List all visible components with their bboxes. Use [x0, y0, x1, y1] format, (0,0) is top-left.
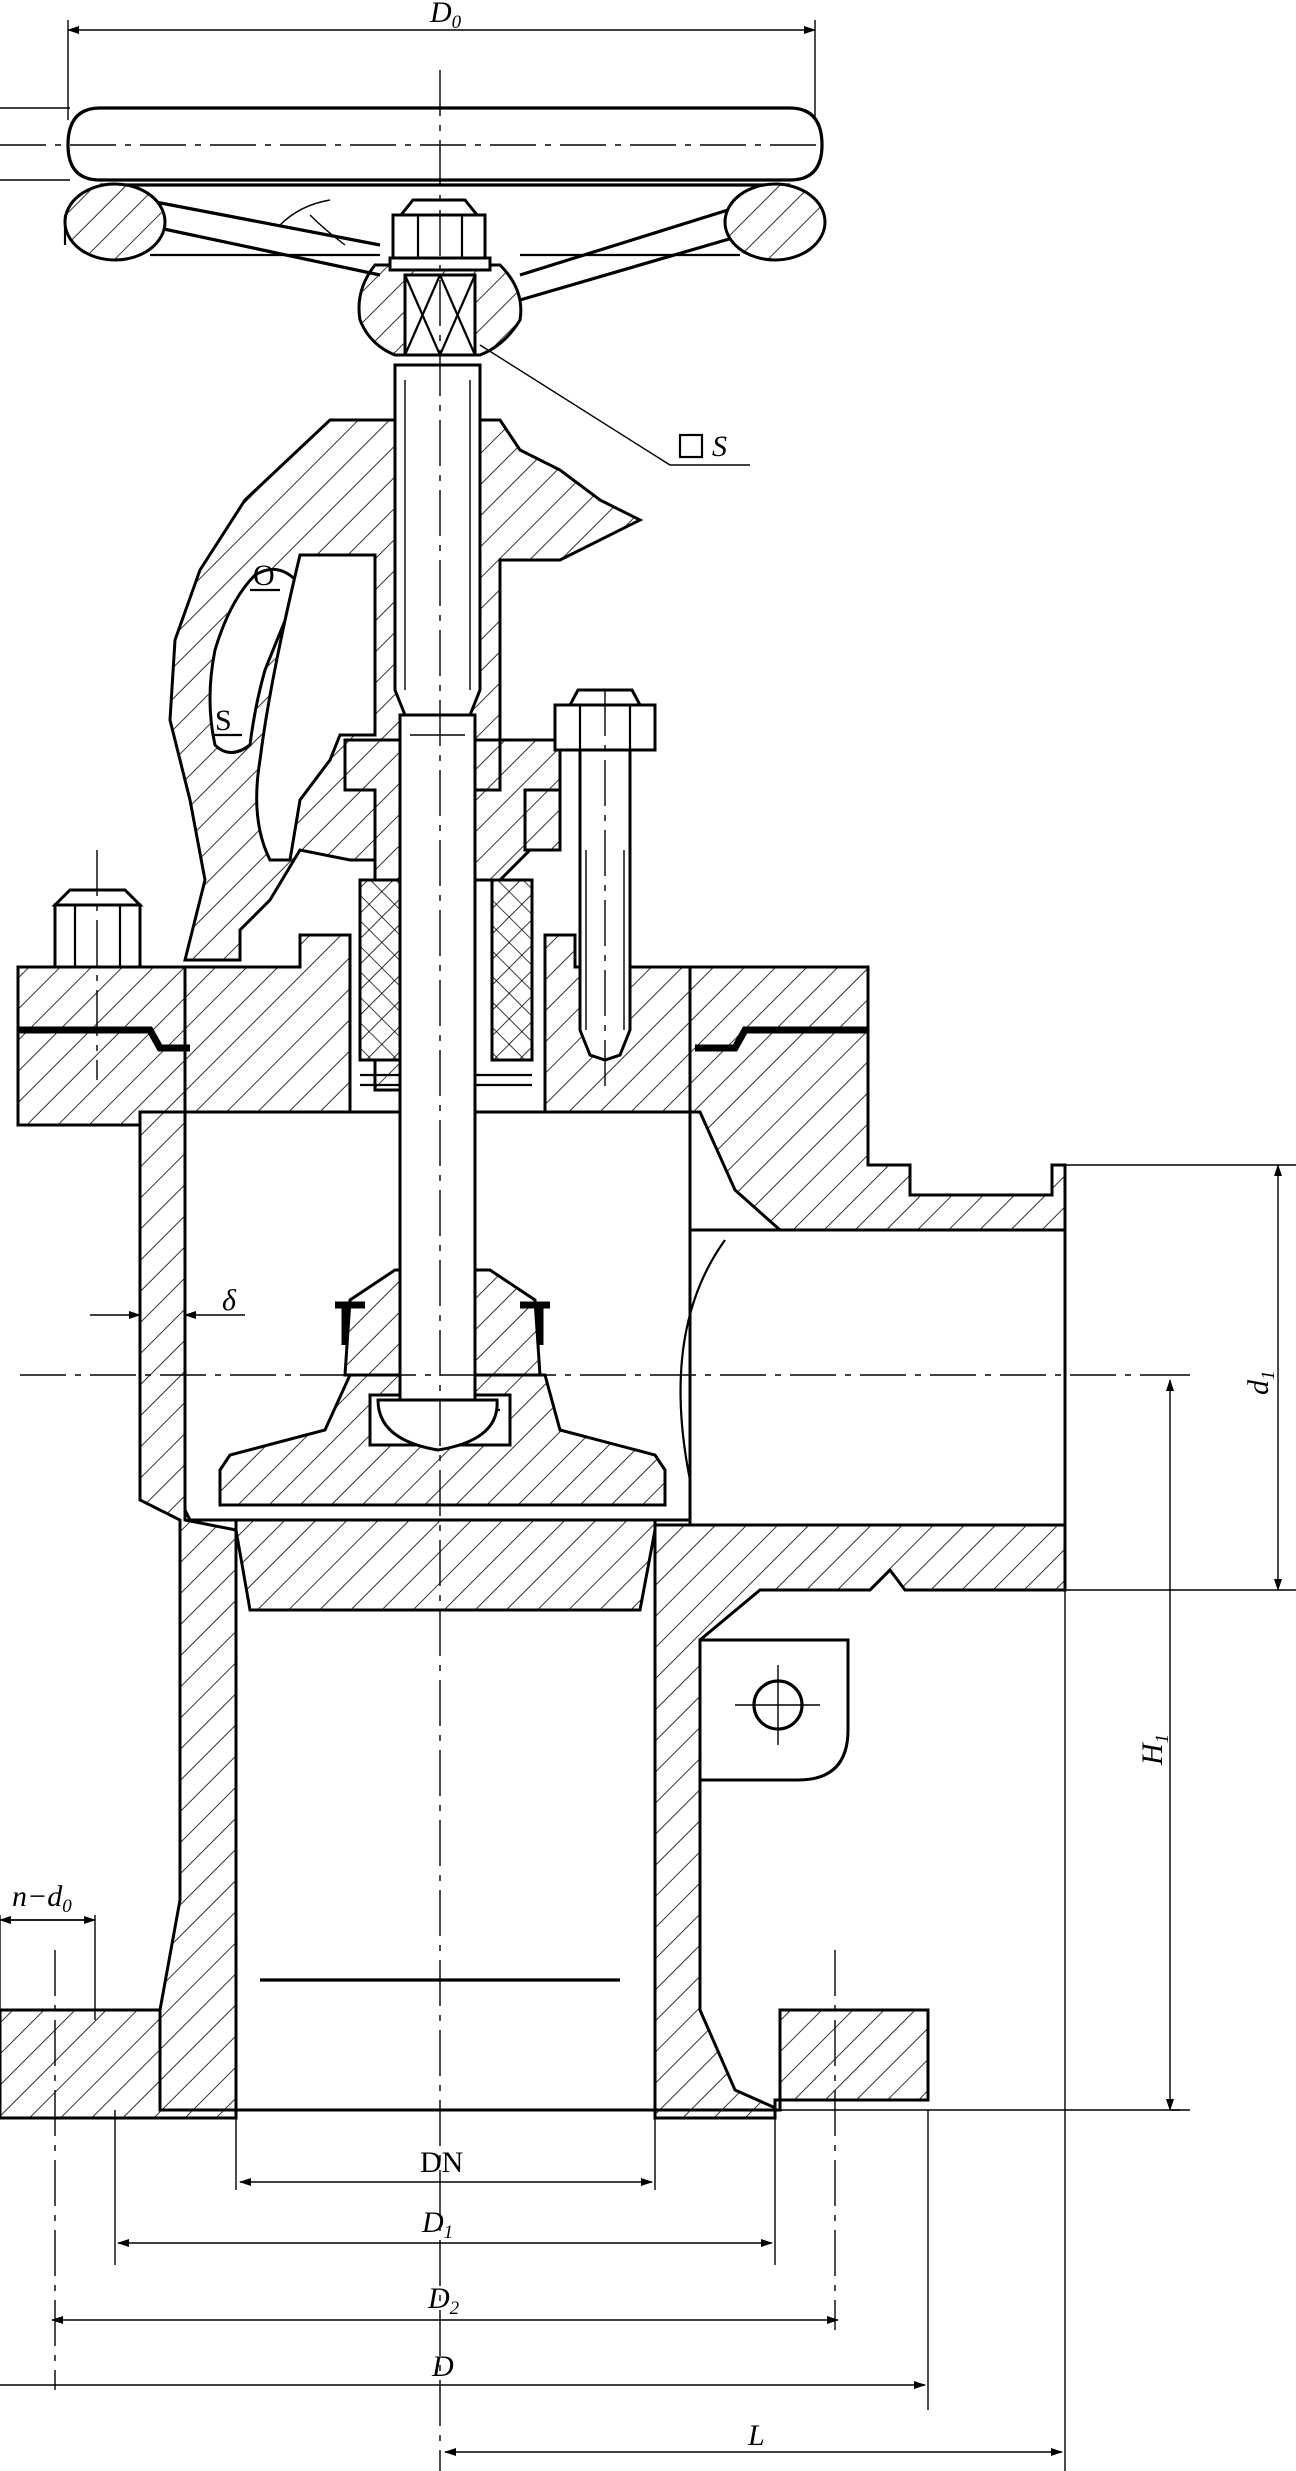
label-open: O: [253, 559, 275, 592]
label-n-d0: n−d: [12, 1880, 63, 1913]
label-stem-square: S: [712, 430, 727, 463]
valve-body: [0, 965, 1067, 2120]
stem-lower: [398, 713, 477, 1422]
packing-left: [358, 878, 402, 1062]
svg-text:D0: D0: [429, 0, 462, 33]
handwheel-spoke-left: [144, 198, 381, 277]
gland-flange: [523, 788, 562, 852]
label-d0: D: [429, 0, 452, 29]
bonnet-flange: [183, 933, 352, 1114]
labels: D0 S O S δ d1 H1 n−d0 DN D1 D2 D L: [12, 0, 1279, 2452]
label-h1: H: [1136, 1741, 1169, 1766]
label-d1-flange: D: [421, 2206, 444, 2239]
lifting-lug: [698, 1638, 850, 1782]
top-nut: [391, 213, 487, 262]
flange-bolt-left: [51, 850, 144, 1080]
handwheel-top-rim: [66, 106, 824, 182]
label-l: L: [747, 2419, 765, 2452]
packing-right: [490, 878, 534, 1062]
outlet-bore: [688, 1228, 1067, 1527]
handwheel-spoke-right: [519, 198, 761, 302]
outlet-nozzle-end: [1052, 1163, 1067, 1592]
stem-head: [376, 1398, 499, 1452]
handwheel: [63, 106, 827, 302]
stem-upper: [393, 363, 482, 717]
svg-text:D2: D2: [427, 2282, 460, 2319]
label-dn: DN: [420, 2146, 463, 2179]
label-delta: δ: [222, 1284, 237, 1317]
svg-text:n−d0: n−d0: [12, 1880, 72, 1917]
label-shut: S: [215, 704, 232, 737]
handwheel-rim-section-left: [63, 182, 167, 262]
handwheel-rim-section-right: [723, 182, 827, 262]
gasket-right: [695, 1026, 868, 1052]
body-right-flange: [688, 965, 1067, 1232]
label-d2-flange: D: [427, 2282, 450, 2315]
stem: [376, 363, 499, 1452]
svg-text:D1: D1: [421, 2206, 453, 2243]
yoke-inner: [255, 553, 377, 862]
stem-square-leader: [479, 344, 750, 466]
stem-square-symbol: [678, 433, 704, 459]
svg-text:H1: H1: [1136, 1734, 1173, 1766]
seat-ring: [234, 1518, 657, 1612]
gland-bolt: [553, 688, 657, 1090]
dimensions: [0, 20, 1296, 2471]
base-flange-right: [653, 2008, 930, 2120]
label-d-flange: D: [431, 2350, 454, 2383]
svg-text:d1: d1: [1242, 1371, 1279, 1396]
label-d1: d: [1242, 1379, 1275, 1395]
gasket-left: [18, 1026, 190, 1052]
